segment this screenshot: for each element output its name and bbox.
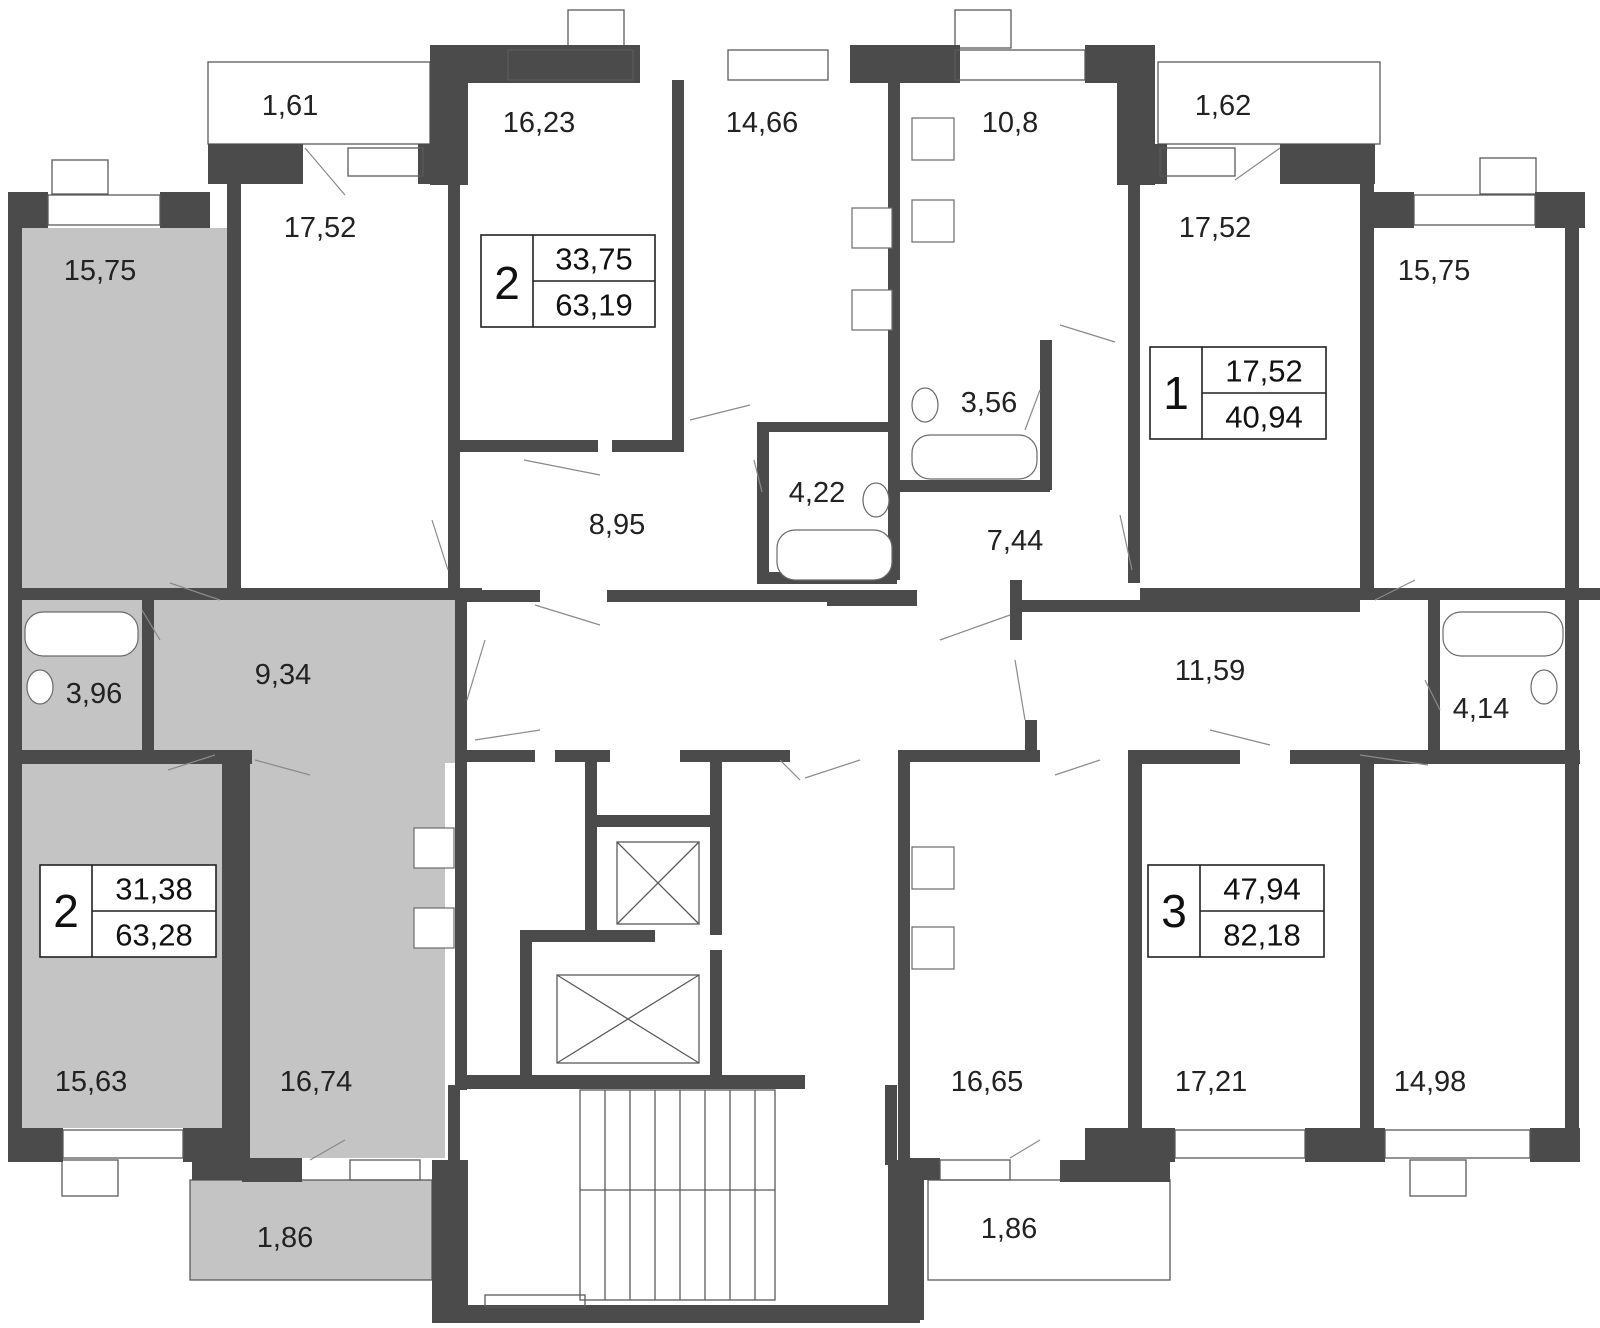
area-bath-3-56: 3,56 [961, 387, 1017, 419]
apartment-rooms: 1 [1163, 367, 1189, 419]
area-room-17-52-right: 17,52 [1179, 212, 1252, 244]
area-room-16-74: 16,74 [280, 1066, 353, 1098]
area-room-14-98: 14,98 [1394, 1066, 1467, 1098]
apartment-total-area: 82,18 [1223, 918, 1301, 953]
door-swings [141, 147, 1441, 1161]
fixtures [24, 117, 1564, 1301]
apartment-living-area: 31,38 [115, 872, 193, 907]
area-balcony-top-right: 1,62 [1195, 90, 1251, 122]
area-room-15-75-right: 15,75 [1398, 255, 1471, 287]
area-room-15-63: 15,63 [55, 1066, 128, 1098]
windows [47, 49, 1536, 1308]
area-bath-4-14: 4,14 [1453, 693, 1509, 725]
area-room-17-21: 17,21 [1175, 1066, 1248, 1098]
apartment-total-area: 63,28 [115, 918, 193, 953]
apartment-rooms: 3 [1161, 885, 1187, 937]
apartment-living-area: 33,75 [555, 242, 633, 277]
area-room-15-75-left: 15,75 [64, 255, 137, 287]
area-room-17-52-left: 17,52 [284, 212, 357, 244]
apartment-total-area: 40,94 [1225, 400, 1303, 435]
area-balcony-bottom-right: 1,86 [981, 1213, 1037, 1245]
room-area-labels: 1,61 16,23 14,66 10,8 1,62 17,52 15,75 1… [55, 90, 1510, 1254]
area-balcony-bottom-left: 1,86 [257, 1222, 313, 1254]
apartment-total-area: 63,19 [555, 288, 633, 323]
area-hall-8-95: 8,95 [589, 509, 645, 541]
area-bath-3-96: 3,96 [66, 678, 122, 710]
apartment-living-area: 17,52 [1225, 354, 1303, 389]
apartment-rooms: 2 [494, 257, 520, 309]
apartment-tag: 3 47,94 82,18 [1147, 864, 1325, 958]
apartment-rooms: 2 [53, 885, 79, 937]
area-hall-7-44: 7,44 [987, 525, 1043, 557]
apartment-tag: 1 17,52 40,94 [1149, 346, 1327, 440]
apartment-living-area: 47,94 [1223, 872, 1301, 907]
area-balcony-top-left: 1,61 [262, 90, 318, 122]
area-hall-11-59: 11,59 [1175, 655, 1245, 687]
highlighted-apartment [22, 228, 462, 1280]
area-room-16-23: 16,23 [503, 107, 576, 139]
area-hall-9-34: 9,34 [255, 659, 311, 691]
area-bath-4-22: 4,22 [789, 477, 845, 509]
apartment-tag: 2 31,38 63,28 [39, 864, 217, 958]
apartment-tag: 2 33,75 63,19 [480, 234, 656, 328]
area-room-14-66: 14,66 [726, 107, 799, 139]
area-room-10-8: 10,8 [982, 107, 1038, 139]
area-room-16-65: 16,65 [951, 1066, 1024, 1098]
walls [8, 45, 1600, 1323]
